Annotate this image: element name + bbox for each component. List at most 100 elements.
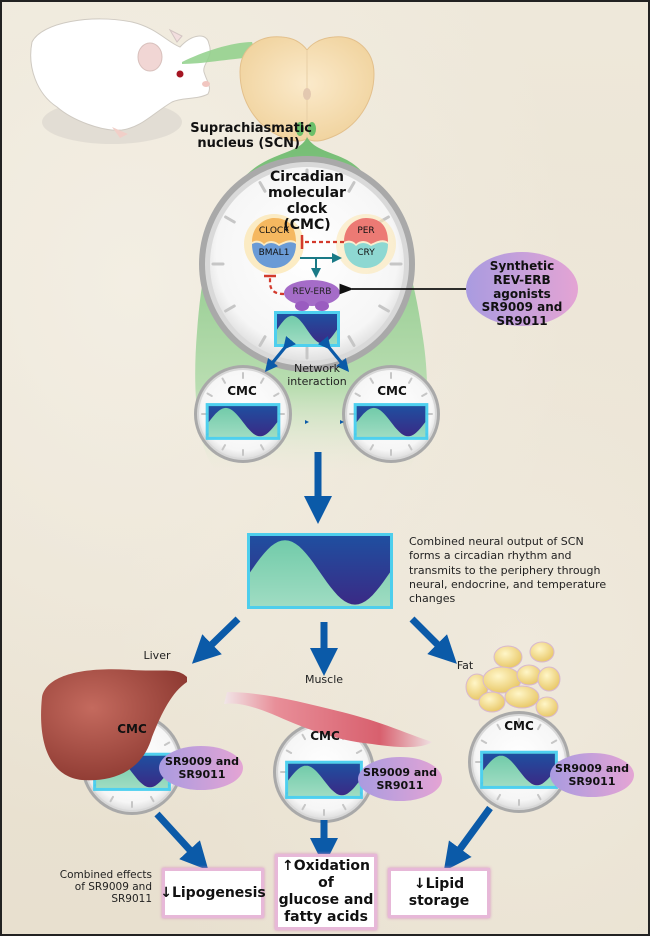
rhythm-wave: [208, 406, 278, 437]
fat-drug-label: SR9009 and SR9011: [552, 762, 632, 788]
arrow-to-liver: [191, 616, 241, 664]
muscle-clock-rhythm: [285, 760, 363, 799]
clock-tick: [347, 181, 356, 193]
rhythm-wave: [356, 406, 426, 437]
brain-section: [239, 36, 375, 142]
arrow-fat-effect: [443, 805, 493, 872]
muscle-drug-line1: SR9009 and: [363, 766, 437, 779]
oxidation-line2: glucose and: [278, 892, 374, 908]
arrow-liver-effect: [154, 811, 209, 871]
network-clock-right-rhythm: [353, 403, 429, 440]
agonist-line4: SR9011: [496, 314, 548, 329]
clock-tick: [496, 793, 501, 801]
combined-effects-line3: SR9011: [111, 893, 152, 906]
effect-box-oxidation: ↑Oxidation of glucose and fatty acids: [275, 854, 377, 930]
network-arrow-left: [264, 335, 297, 372]
clock-tick: [260, 377, 265, 384]
cmc-title-line1: Circadian: [270, 169, 344, 185]
oxidation-line3: fatty acids: [284, 908, 368, 925]
agonist-pill: [466, 252, 578, 326]
clock-tick: [369, 444, 374, 451]
network-arrow-right: [317, 335, 350, 372]
per-label: PER: [357, 226, 375, 236]
rhythm-wave: [288, 763, 360, 796]
tissue-label-fat: Fat: [456, 659, 474, 672]
combined-effects-line2: of SR9009 and: [74, 881, 152, 894]
cmc-label-muscle: CMC: [310, 729, 340, 743]
liver-drug-pill: [159, 746, 243, 790]
rev-erb-label: REV-ERB: [292, 287, 332, 297]
muscle-drug-line2: SR9011: [376, 778, 424, 792]
liver-drug-label: SR9009 and SR9011: [162, 755, 242, 781]
tissue-label-muscle: Muscle: [304, 673, 344, 686]
arrow-to-fat: [409, 616, 457, 664]
scn-label-line2: nucleus (SCN): [197, 135, 300, 151]
clock-tick: [285, 749, 293, 754]
clock-tick: [342, 803, 347, 811]
network-clock-left-rhythm: [205, 403, 281, 440]
cmc-title-line2: molecular clock: [268, 185, 346, 218]
cmc-title-line3: (CMC): [283, 217, 331, 234]
combined-effects-label: Combined effects of SR9009 and SR9011: [52, 869, 152, 905]
oxidation-line1: ↑Oxidation of: [281, 858, 370, 892]
effect-box-lipogenesis: ↓Lipogenesis: [160, 868, 266, 918]
clock-tick: [421, 392, 428, 397]
network-line1: Network: [294, 362, 340, 375]
clock-tick: [221, 444, 226, 451]
per-cry-complex: [336, 214, 396, 274]
projection-beam: [182, 42, 257, 64]
main-clock: [199, 156, 415, 372]
liver-drug-line1: SR9009 and: [165, 755, 239, 768]
network-clock-right: [342, 365, 440, 463]
fat-clock: [468, 711, 570, 813]
network-clock-left: [194, 365, 292, 463]
scn-label-line1: Suprachiasmatic: [190, 121, 312, 136]
clock-tick: [109, 795, 114, 803]
clock-tick: [150, 795, 155, 803]
clock-tick: [347, 335, 356, 347]
mouse-illustration: [30, 18, 211, 144]
clock-tick: [354, 392, 361, 397]
muscle-drug-pill: [358, 757, 442, 801]
fat-drug-line2: SR9011: [568, 774, 616, 788]
clock-tick: [301, 803, 306, 811]
clock-tick: [258, 181, 267, 193]
clock-label: CLOCK: [258, 226, 290, 236]
agonist-line3: SR9009 and: [481, 300, 563, 315]
fat-cells-illustration: [465, 641, 561, 718]
clock-tick: [378, 304, 390, 313]
agonist-line2: REV-ERB agonists: [493, 272, 551, 301]
cmc-label-right: CMC: [377, 384, 407, 398]
clock-tick: [355, 749, 363, 754]
clock-tick: [496, 723, 501, 731]
cry-label: CRY: [357, 248, 375, 258]
clock-tick: [258, 335, 267, 347]
rev-erb-inhibition-line: [268, 278, 285, 296]
network-line2: interaction: [287, 374, 347, 388]
agonist-line1: Synthetic: [489, 259, 555, 273]
clock-tick: [408, 377, 413, 384]
clock-tick: [224, 215, 236, 224]
effect-box-lipid-storage: ↓Lipid storage: [388, 868, 490, 918]
cmc-title: Circadian molecular clock (CMC): [247, 169, 367, 233]
clock-tick: [537, 793, 542, 801]
muscle-drug-label: SR9009 and SR9011: [360, 766, 440, 792]
main-clock-rhythm: [274, 311, 340, 347]
clock-tick: [408, 444, 413, 451]
clock-tick: [206, 392, 213, 397]
cmc-label-fat: CMC: [504, 719, 534, 733]
fat-clock-rhythm: [480, 750, 558, 789]
rhythm-wave: [96, 755, 168, 788]
clock-tick: [273, 392, 280, 397]
clock-tick: [301, 733, 306, 741]
tissue-label-liver: Liver: [143, 649, 171, 662]
liver-illustration: [41, 669, 188, 781]
combined-effects-line1: Combined effects: [59, 869, 152, 881]
muscle-illustration: [224, 692, 432, 748]
clock-tick: [163, 741, 171, 746]
clock-tick: [369, 377, 374, 384]
bmal1-label: BMAL1: [258, 248, 290, 258]
combined-output-rhythm: [247, 533, 393, 609]
network-interaction-label: Network interaction: [282, 362, 352, 388]
